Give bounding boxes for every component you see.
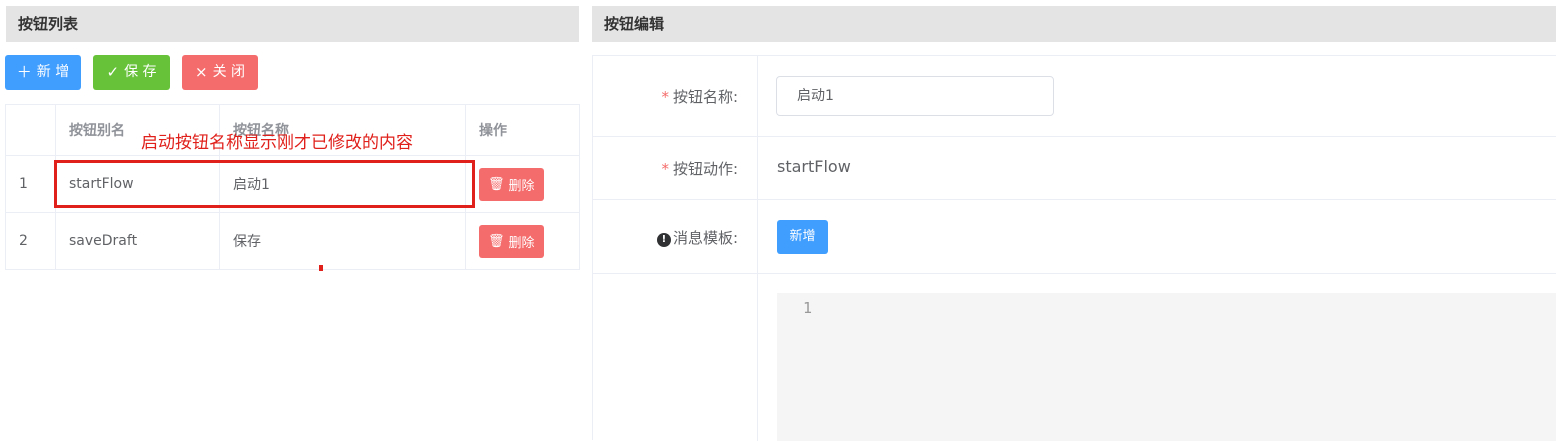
row-index: 2 [5,212,56,270]
close-icon: × [194,63,208,81]
annotation-highlight-box [54,160,475,208]
table-row[interactable]: 2 saveDraft 保存 🗑 删除 [5,212,580,270]
button-list-header: 按钮列表 [6,6,579,42]
row-name: 启动1 [219,155,466,213]
check-icon: ✓ [106,63,120,81]
form-row-action: *按钮动作: startFlow [593,136,1556,200]
column-header-index [5,104,56,156]
delete-button-label: 删除 [508,235,535,251]
row-alias: startFlow [55,155,220,213]
button-list-title: 按钮列表 [18,15,79,33]
button-edit-header: 按钮编辑 [592,6,1556,42]
row-name: 保存 [219,212,466,270]
save-button[interactable]: ✓ 保 存 [93,55,170,90]
close-button-label: 关 闭 [212,64,246,80]
row-index: 1 [5,155,56,213]
delete-button[interactable]: 🗑 删除 [479,224,544,258]
template-label: !消息模板: [656,227,738,248]
plus-icon: ＋ [16,63,32,81]
required-mark: * [661,88,669,106]
template-code-editor[interactable]: 1 [777,293,1556,441]
button-name-input[interactable]: 启动1 [776,76,1054,116]
required-mark: * [661,160,669,178]
button-edit-form: *按钮名称: 启动1 *按钮动作: startFlow !消息模板: 新增 1 [592,55,1556,441]
row-alias: saveDraft [55,212,220,270]
annotation-mark [319,265,323,271]
form-row-name: *按钮名称: 启动1 [593,56,1556,137]
trash-icon: 🗑 [488,176,505,192]
editor-line-number: 1 [803,299,813,317]
column-header-action: 操作 [465,104,580,156]
button-action-value: startFlow [777,157,851,176]
info-icon: ! [656,233,671,247]
action-label: *按钮动作: [661,160,738,178]
form-divider [757,56,758,441]
template-add-button[interactable]: 新增 [777,220,828,254]
delete-button-label: 删除 [508,178,535,194]
annotation-text: 启动按钮名称显示刚才已修改的内容 [141,133,413,153]
trash-icon: 🗑 [488,233,505,249]
form-row-template: !消息模板: [593,199,1556,274]
delete-button[interactable]: 🗑 删除 [479,167,544,201]
add-button[interactable]: ＋ 新 增 [5,55,81,90]
save-button-label: 保 存 [124,64,157,80]
close-button[interactable]: × 关 闭 [182,55,258,90]
row-action-cell: 🗑 删除 [465,155,580,213]
button-edit-title: 按钮编辑 [604,15,665,33]
name-label: *按钮名称: [661,88,738,106]
row-action-cell: 🗑 删除 [465,212,580,270]
add-button-label: 新 增 [36,64,70,80]
